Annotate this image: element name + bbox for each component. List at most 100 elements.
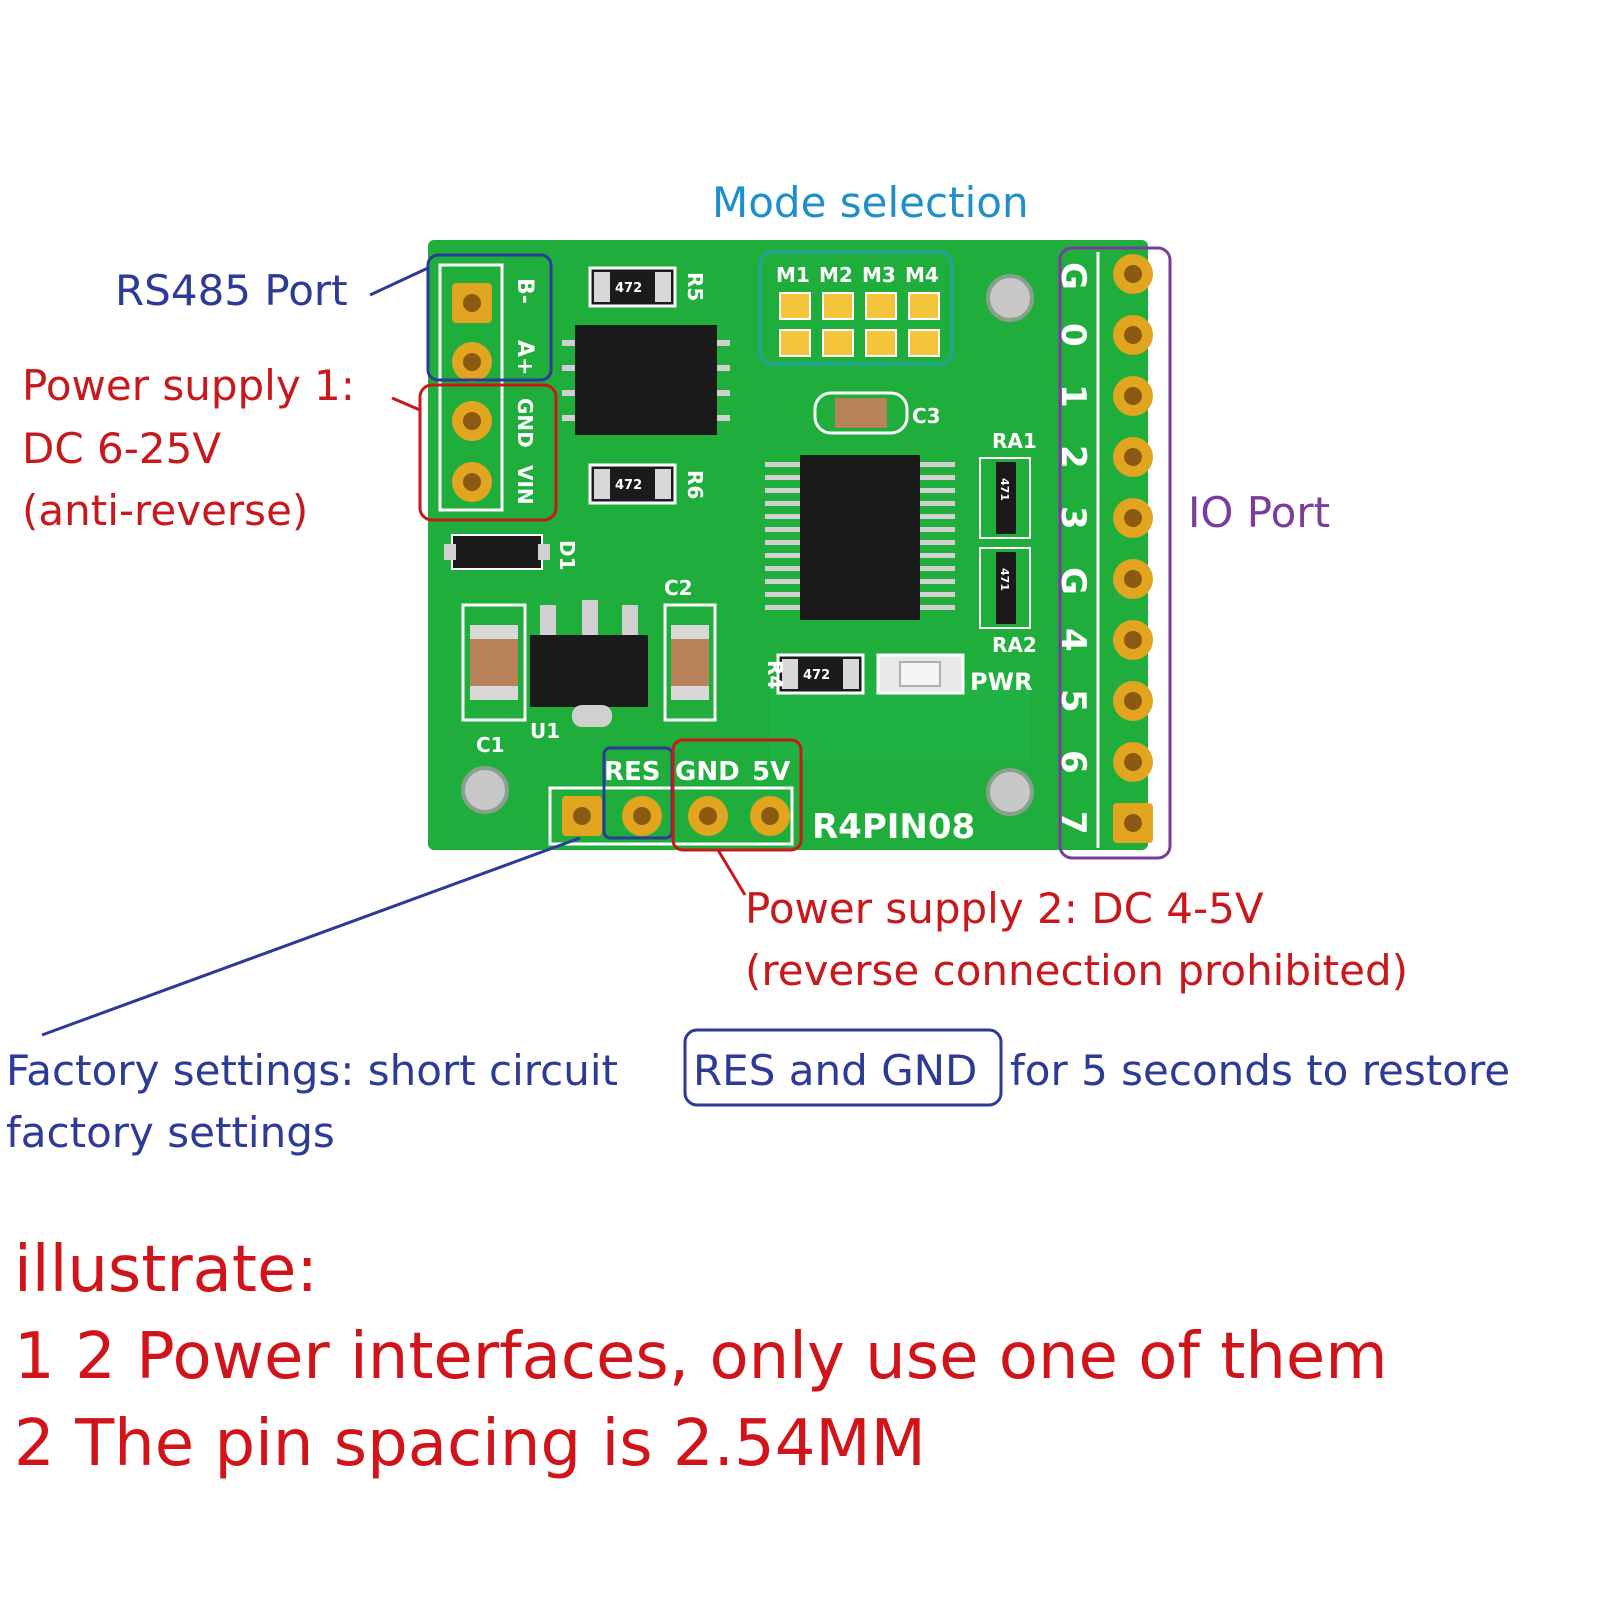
io-label-0: 0	[1053, 323, 1093, 347]
illustrate-heading: illustrate:	[14, 1233, 318, 1307]
mounting-hole-bottom-left	[461, 766, 509, 814]
io-port-label: IO Port	[1188, 488, 1331, 537]
pin-hole	[463, 353, 481, 371]
power1-line2: DC 6-25V	[22, 424, 222, 473]
regulator-tab	[582, 600, 598, 637]
pin-label-b-minus: B-	[512, 278, 537, 304]
gnd-5v-highlight-box	[671, 738, 803, 852]
label-ra2: RA2	[992, 633, 1037, 657]
power1-line1: Power supply 1:	[22, 361, 355, 410]
capacitor-c1-top	[470, 625, 518, 639]
pin-hole	[463, 412, 481, 430]
factory-leader-line	[41, 836, 581, 1037]
bottom-label-5v: 5V	[752, 757, 790, 787]
mode-label-m2: M2	[819, 263, 853, 287]
regulator-u1	[530, 635, 648, 707]
power2-leader-line	[716, 849, 747, 896]
capacitor-c1-bottom	[470, 686, 518, 700]
power1-highlight-box	[418, 383, 558, 522]
pin-hole	[633, 807, 651, 825]
rs485-highlight-box	[426, 253, 553, 382]
regulator-tab	[622, 605, 638, 637]
factory-note-line2: factory settings	[6, 1108, 335, 1157]
pin-hole	[463, 294, 481, 312]
mode-highlight-box	[758, 250, 954, 366]
pin-label-vin: VIN	[513, 465, 537, 505]
resistor-array-ra1	[979, 457, 1031, 539]
resistor-cap-left	[594, 272, 610, 302]
resistor-cap-left	[594, 469, 610, 499]
resistor-cap-right	[655, 469, 671, 499]
label-d1: D1	[555, 540, 579, 571]
bottom-label-gnd: GND	[675, 757, 740, 787]
label-r4: R4	[763, 660, 787, 689]
diode-d1	[451, 534, 543, 570]
pin-label-a-plus: A+	[512, 340, 537, 375]
ra1-code: 471	[998, 478, 1011, 501]
resistor-r6-code: 472	[615, 478, 642, 493]
mcu-chip	[800, 455, 920, 620]
io-label-2: 2	[1053, 445, 1093, 469]
mcu-chip-pins	[765, 462, 955, 610]
mounting-hole-top-right	[986, 274, 1034, 322]
bottom-label-res: RES	[604, 757, 661, 787]
resistor-cap-left	[782, 659, 798, 689]
label-pwr: PWR	[970, 668, 1033, 696]
capacitor-c1-outline	[461, 603, 527, 722]
board-name: R4PIN08	[812, 807, 975, 847]
factory-note-part2: for 5 seconds to restore	[1010, 1046, 1511, 1095]
pin-label-gnd: GND	[513, 398, 537, 448]
mode-label-m3: M3	[862, 263, 896, 287]
pin-hole	[699, 807, 717, 825]
resistor-array-ra2	[979, 547, 1031, 629]
resistor-cap-right	[655, 272, 671, 302]
io-label-7: 7	[1053, 811, 1093, 835]
label-ra1: RA1	[992, 429, 1037, 453]
mode-selection-label: Mode selection	[712, 178, 1029, 227]
power2-line2: (reverse connection prohibited)	[745, 946, 1409, 995]
factory-note-highlight: RES and GND	[693, 1046, 978, 1095]
mounting-hole-bottom-right	[986, 768, 1034, 816]
mode-pads	[779, 292, 940, 357]
factory-highlight-box	[683, 1028, 1003, 1107]
rs485-leader-line	[369, 266, 429, 297]
io-highlight-box	[1058, 246, 1172, 860]
label-c2: C2	[664, 576, 693, 600]
io-label-4: 4	[1053, 628, 1093, 652]
pin-hole	[463, 473, 481, 491]
io-pads	[1113, 254, 1153, 843]
regulator-tab	[540, 605, 556, 637]
left-header-outline	[438, 263, 504, 512]
diode-lead-left	[444, 544, 456, 560]
io-label-3: 3	[1053, 506, 1093, 530]
diode-lead-right	[538, 544, 550, 560]
mode-label-m1: M1	[776, 263, 810, 287]
capacitor-c3	[835, 398, 887, 428]
label-r5: R5	[683, 272, 707, 301]
capacitor-c3-outline	[813, 391, 909, 435]
pin-hole	[761, 807, 779, 825]
power1-line3: (anti-reverse)	[22, 486, 309, 535]
rs485-port-label: RS485 Port	[115, 266, 348, 315]
power1-leader-line	[391, 396, 421, 412]
ra2-code: 471	[998, 568, 1011, 591]
capacitor-c2-bottom	[671, 686, 709, 700]
resistor-r5-code: 472	[615, 281, 642, 296]
pwr-led-body	[899, 661, 941, 687]
label-r6: R6	[683, 470, 707, 499]
io-label-1: 1	[1053, 384, 1093, 408]
pin-hole	[573, 807, 591, 825]
io-label-5: 5	[1053, 689, 1093, 713]
capacitor-c2-outline	[663, 603, 717, 722]
rs485-chip	[562, 325, 730, 435]
capacitor-c2-top	[671, 625, 709, 639]
io-label-6: 6	[1053, 750, 1093, 774]
left-pins	[452, 283, 492, 502]
regulator-bottom-tab	[572, 705, 612, 727]
mode-label-m4: M4	[905, 263, 939, 287]
power2-line1: Power supply 2: DC 4-5V	[745, 884, 1264, 933]
label-c3: C3	[912, 404, 941, 428]
resistor-cap-right	[843, 659, 859, 689]
illustrate-item1: 1 2 Power interfaces, only use one of th…	[14, 1320, 1388, 1394]
